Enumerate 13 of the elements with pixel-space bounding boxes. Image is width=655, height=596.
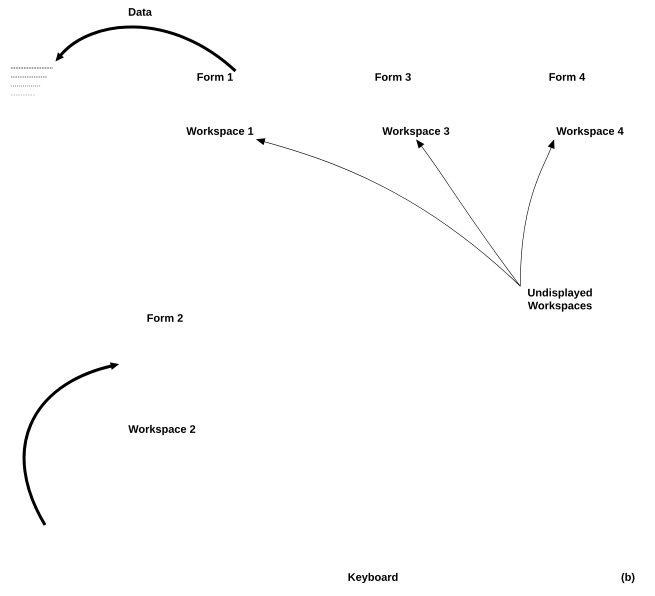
text-label: Form 3 [375, 73, 411, 81]
panel-label: (b) [622, 572, 634, 584]
text-label: Form 1 [197, 73, 233, 81]
text-label: Workspace 4 [556, 126, 624, 138]
text-label: Keyboard [348, 572, 398, 584]
text-label: Workspace 1 [186, 126, 254, 138]
text-label: Undisplayed Workspaces [528, 288, 592, 312]
faded-text-picture [10, 67, 53, 96]
text-label: Form 4 [549, 73, 586, 81]
text-label: Form 2 [147, 314, 183, 322]
text-label: Workspace 2 [128, 424, 196, 436]
edge-label: Data [127, 7, 153, 17]
text-label: Workspace 3 [382, 126, 450, 138]
